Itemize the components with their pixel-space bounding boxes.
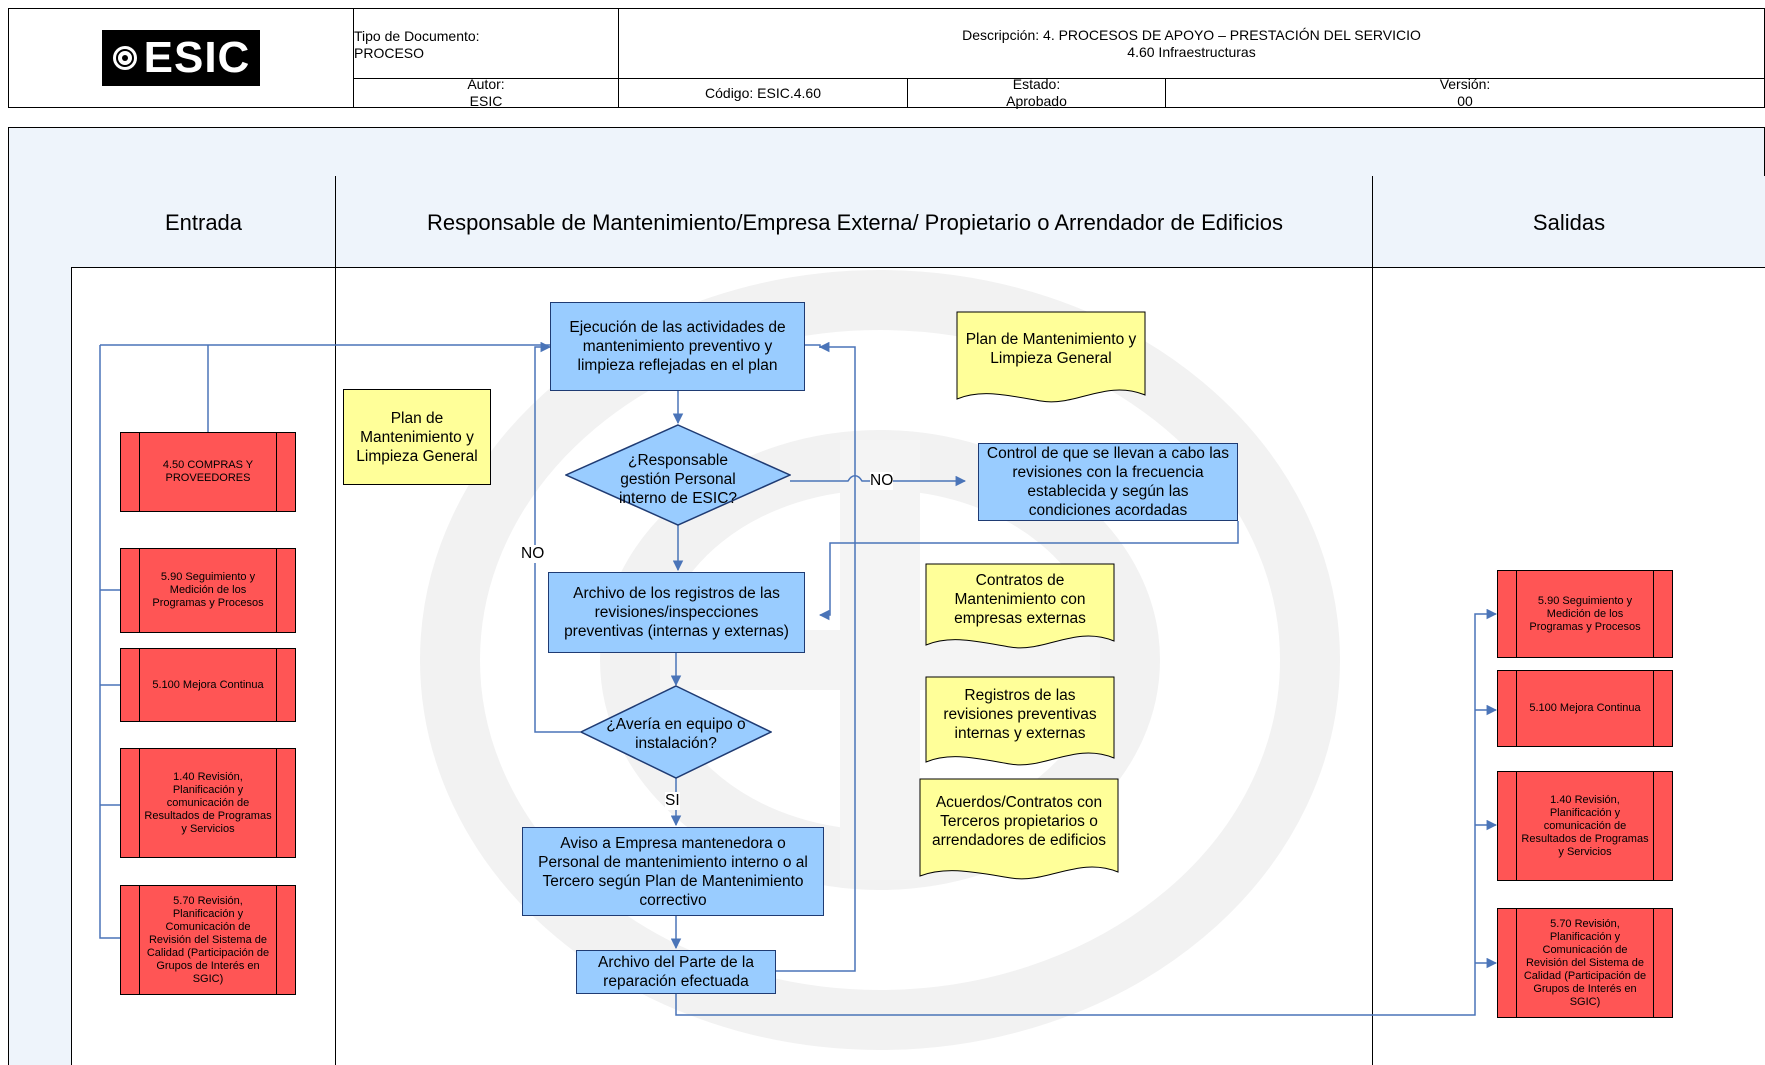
input-revision-planificacion[interactable]: 1.40 Revisión, Planificación y comunicac… <box>120 748 296 858</box>
logo-text: ESIC <box>143 33 251 82</box>
pool-band <box>8 127 1765 177</box>
process-archivo-parte[interactable]: Archivo del Parte de la reparación efect… <box>576 950 776 994</box>
label-si: SI <box>665 792 680 810</box>
doc-acuerdos-contratos: Acuerdos/Contratos con Terceros propieta… <box>919 778 1119 884</box>
doc-registros-text: Registros de las revisiones preventivas … <box>943 686 1097 742</box>
codigo-text: Código: ESIC.4.60 <box>705 84 821 101</box>
doc-plan-mantenimiento-left: Plan de Mantenimiento y Limpieza General <box>343 389 491 485</box>
tipo-value: PROCESO <box>354 45 425 61</box>
estado-label: Estado: <box>1012 76 1061 92</box>
decision-averia-shape[interactable] <box>580 685 772 779</box>
input-mejora-continua[interactable]: 5.100 Mejora Continua <box>120 648 296 722</box>
output-seguimiento-medicion[interactable]: 5.90 Seguimiento y Medición de los Progr… <box>1497 570 1673 658</box>
version-value: 00 <box>1457 93 1473 109</box>
doc-acuerdos-text: Acuerdos/Contratos con Terceros propieta… <box>931 793 1107 849</box>
autor-label: Autor: <box>467 76 505 92</box>
decision-averia-text: ¿Avería en equipo o instalación? <box>606 716 746 752</box>
descripcion-line1: Descripción: 4. PROCESOS DE APOYO – PRES… <box>962 26 1421 43</box>
label-no-right: NO <box>870 472 894 490</box>
process-aviso-empresa[interactable]: Aviso a Empresa mantenedora o Personal d… <box>522 827 824 916</box>
label-no-left: NO <box>521 545 545 563</box>
input-seguimiento-medicion[interactable]: 5.90 Seguimiento y Medición de los Progr… <box>120 548 296 633</box>
lane-title-responsable: Responsable de Mantenimiento/Empresa Ext… <box>426 209 1284 235</box>
logo-cell: ESIC <box>8 8 354 108</box>
output-mejora-continua[interactable]: 5.100 Mejora Continua <box>1497 670 1673 747</box>
version-label: Versión: <box>1439 76 1491 92</box>
estado-cell: Estado: Aprobado <box>907 76 1166 109</box>
doc-plan-mantenimiento-right: Plan de Mantenimiento y Limpieza General <box>956 311 1146 407</box>
lane-header-row <box>71 176 1765 268</box>
output-revision-sistema-calidad[interactable]: 5.70 Revisión, Planificación y Comunicac… <box>1497 908 1673 1018</box>
decision-responsable-shape[interactable] <box>565 424 791 526</box>
doc-registros-revisiones: Registros de las revisiones preventivas … <box>925 676 1115 770</box>
decision-responsable-text: ¿Responsable gestión Personal interno de… <box>618 451 738 507</box>
lane-divider-1 <box>335 176 336 1065</box>
process-archivo-registros[interactable]: Archivo de los registros de las revision… <box>548 572 805 653</box>
seal-icon <box>112 46 137 70</box>
input-revision-sistema-calidad[interactable]: 5.70 Revisión, Planificación y Comunicac… <box>120 885 296 995</box>
version-cell: Versión: 00 <box>1165 76 1765 109</box>
descripcion-line2: 4.60 Infraestructuras <box>1127 43 1256 60</box>
doc-plan-right-text: Plan de Mantenimiento y Limpieza General <box>965 331 1137 367</box>
lane-title-salidas: Salidas <box>1532 209 1606 235</box>
watermark-seal <box>420 270 1340 1050</box>
process-ejecucion-mantenimiento[interactable]: Ejecución de las actividades de mantenim… <box>550 302 805 391</box>
input-compras-proveedores[interactable]: 4.50 COMPRAS Y PROVEEDORES <box>120 432 296 512</box>
esic-logo: ESIC <box>101 30 261 86</box>
lane-title-entrada: Entrada <box>164 209 243 235</box>
process-control-revisiones[interactable]: Control de que se llevan a cabo las revi… <box>978 443 1238 521</box>
lane-divider-2 <box>1372 176 1373 1065</box>
autor-value: ESIC <box>469 93 503 109</box>
doc-contratos-text: Contratos de Mantenimiento con empresas … <box>954 571 1086 627</box>
tipo-label: Tipo de Documento: <box>354 28 480 44</box>
estado-value: Aprobado <box>1006 93 1067 109</box>
output-revision-planificacion[interactable]: 1.40 Revisión, Planificación y comunicac… <box>1497 771 1673 881</box>
pool-left-band <box>8 176 72 1065</box>
doc-contratos-mantenimiento: Contratos de Mantenimiento con empresas … <box>925 563 1115 653</box>
